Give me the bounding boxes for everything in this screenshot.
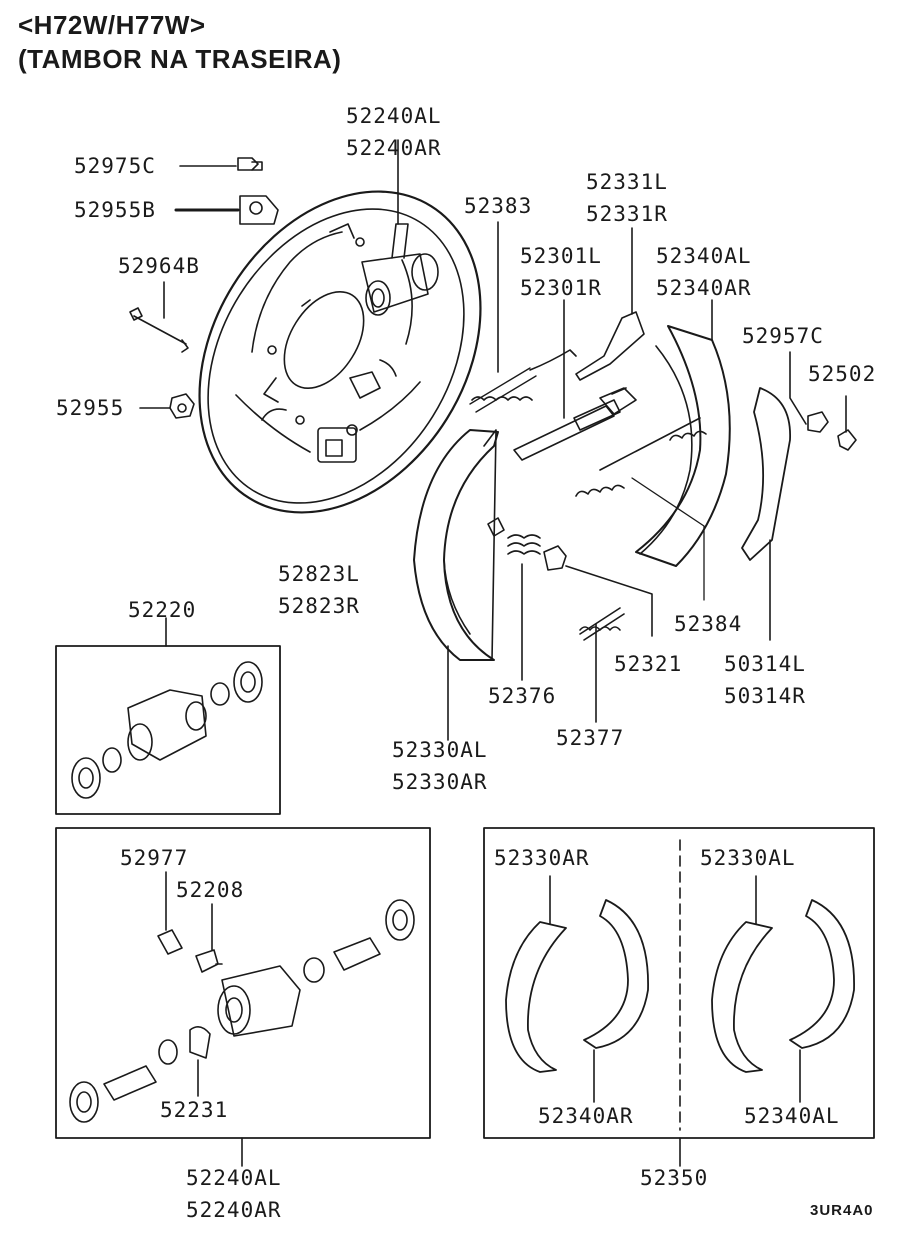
label-52340AL-kit: 52340AL [744,1104,840,1128]
label-50314L: 50314L [724,652,806,676]
wheel-cylinder-mounted [362,140,438,315]
label-50314R: 50314R [724,684,806,708]
label-52330AR-mid: 52330AR [392,770,488,794]
label-52964B: 52964B [118,254,200,278]
label-52340AR-kit: 52340AR [538,1104,634,1128]
label-52377: 52377 [556,726,625,750]
label-52340AR-top: 52340AR [656,276,752,300]
label-52502: 52502 [808,362,877,386]
label-52330AL-mid: 52330AL [392,738,488,762]
label-52321: 52321 [614,652,683,676]
label-52208: 52208 [176,878,245,902]
diagram-subtitle: (TAMBOR NA TRASEIRA) [18,44,342,74]
model-title: <H72W/H77W> [18,10,206,40]
label-52383: 52383 [464,194,533,218]
label-52240AR-top: 52240AR [346,136,442,160]
box-52350-shoe-kit [484,828,874,1166]
label-52376: 52376 [488,684,557,708]
label-52340AL-top: 52340AL [656,244,752,268]
label-52330AL-kit: 52330AL [700,846,796,870]
backing-plate [142,139,538,564]
brake-shoes-main [414,300,790,740]
label-52977: 52977 [120,846,189,870]
springs-and-adjuster [470,222,856,722]
label-52220: 52220 [128,598,197,622]
bleeder-and-plugs [130,158,278,418]
box-wheel-cylinder-detail [56,828,430,1166]
label-52240AR-bottom: 52240AR [186,1198,282,1222]
diagram-code: 3UR4A0 [810,1202,874,1219]
label-52231: 52231 [160,1098,229,1122]
box-52220 [56,618,280,814]
label-52350: 52350 [640,1166,709,1190]
label-52823R: 52823R [278,594,360,618]
label-52384: 52384 [674,612,743,636]
label-52301R: 52301R [520,276,602,300]
label-52331R: 52331R [586,202,668,226]
label-52331L: 52331L [586,170,668,194]
label-52240AL-top: 52240AL [346,104,442,128]
label-52955B: 52955B [74,198,156,222]
label-52301L: 52301L [520,244,602,268]
label-52330AR-kit: 52330AR [494,846,590,870]
label-52957C: 52957C [742,324,824,348]
label-52823L: 52823L [278,562,360,586]
label-52955: 52955 [56,396,125,420]
label-52975C: 52975C [74,154,156,178]
label-52240AL-bottom: 52240AL [186,1166,282,1190]
